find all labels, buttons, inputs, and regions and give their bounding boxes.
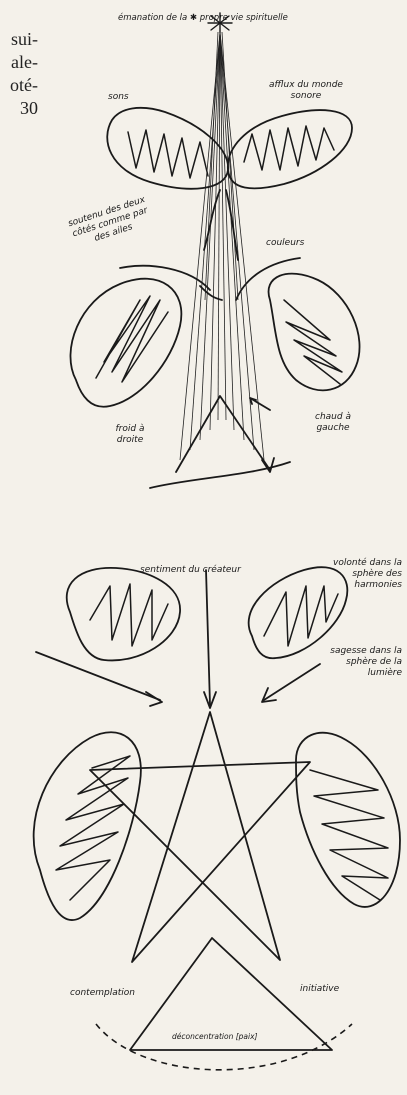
upper-left-oval xyxy=(67,568,180,661)
label-sons: sons xyxy=(108,92,129,103)
label-froid: froid à droite xyxy=(110,424,150,446)
top-base-arc xyxy=(150,462,290,488)
label-couleurs: couleurs xyxy=(266,238,304,249)
chaud-oval xyxy=(269,274,360,391)
label-contemplation: contemplation xyxy=(70,988,135,999)
label-sagesse: sagesse dans la sphère de la lumière xyxy=(314,646,402,679)
froid-oval xyxy=(70,279,181,407)
label-chaud: chaud à gauche xyxy=(310,412,356,434)
afflux-oval xyxy=(228,110,352,188)
right-arrow-line xyxy=(264,664,320,700)
label-deconcentration: déconcentration [paix] xyxy=(172,1031,257,1042)
top-label: émanation de la ✱ propre vie spirituelle xyxy=(118,13,288,24)
label-afflux: afflux du monde sonore xyxy=(266,80,346,102)
big-right-oval xyxy=(296,733,400,907)
big-left-oval xyxy=(34,732,141,920)
label-initiative: initiative xyxy=(300,984,339,995)
top-triangle xyxy=(176,396,270,472)
emanation-beams xyxy=(180,32,264,460)
pentagram xyxy=(90,712,310,962)
label-volonte: volonté dans la sphère des harmonies xyxy=(318,558,402,591)
central-line xyxy=(206,570,210,705)
label-sentiment: sentiment du créateur xyxy=(140,565,241,576)
small-arrow-icon xyxy=(250,398,270,410)
